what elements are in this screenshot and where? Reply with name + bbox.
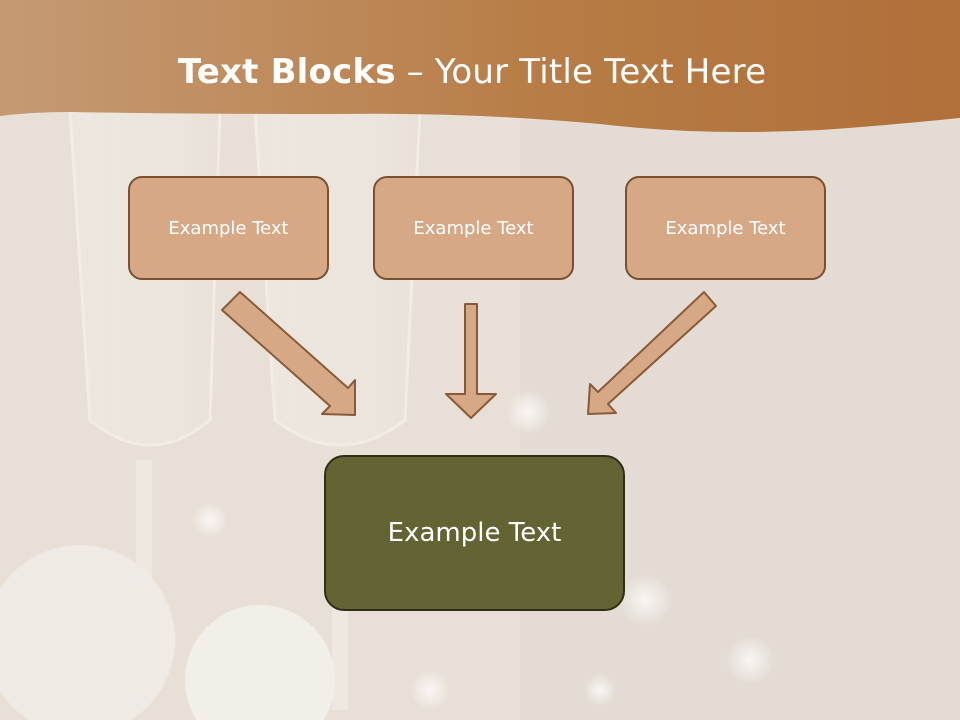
- text-block-main[interactable]: Example Text: [324, 455, 625, 611]
- text-block-2-label: Example Text: [413, 217, 534, 239]
- page-title: Text Blocks – Your Title Text Here: [0, 52, 944, 92]
- text-block-1[interactable]: Example Text: [128, 176, 329, 280]
- text-block-1-label: Example Text: [168, 217, 289, 239]
- title-rest: – Your Title Text Here: [395, 52, 767, 92]
- text-block-2[interactable]: Example Text: [373, 176, 574, 280]
- header-band: [0, 0, 960, 132]
- title-bold: Text Blocks: [177, 52, 396, 92]
- text-block-3[interactable]: Example Text: [625, 176, 826, 280]
- text-block-3-label: Example Text: [665, 217, 786, 239]
- text-block-main-label: Example Text: [387, 518, 562, 548]
